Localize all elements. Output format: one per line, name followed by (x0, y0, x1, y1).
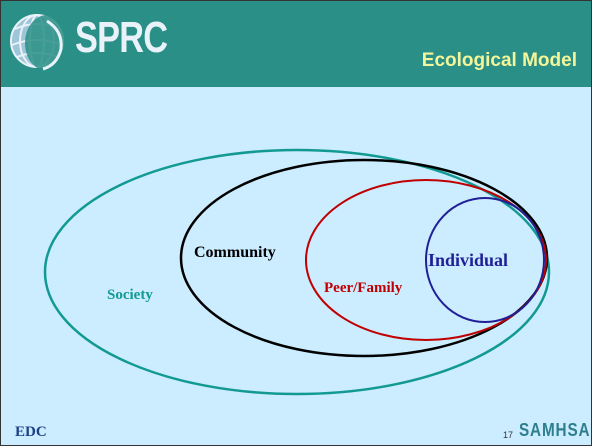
society-ellipse (43, 148, 551, 396)
label-society: Society (107, 287, 153, 303)
community-ellipse (179, 158, 549, 358)
label-peer-family: Peer/Family (324, 280, 403, 296)
peer-family-ellipse (305, 179, 547, 341)
edc-logo: EDC (15, 424, 47, 440)
label-community: Community (194, 244, 276, 261)
slide-title: Ecological Model (421, 50, 577, 71)
individual-ellipse (425, 197, 545, 323)
label-individual: Individual (428, 250, 508, 270)
sprc-logo-text: SPRC (75, 13, 168, 62)
page-number: 17 (503, 430, 514, 440)
slide-footer: EDC 17 SAMHSA (1, 420, 591, 445)
sprc-globe-icon (10, 14, 69, 71)
samhsa-logo: SAMHSA (519, 420, 591, 440)
slide-header: SPRC Ecological Model (1, 1, 591, 87)
